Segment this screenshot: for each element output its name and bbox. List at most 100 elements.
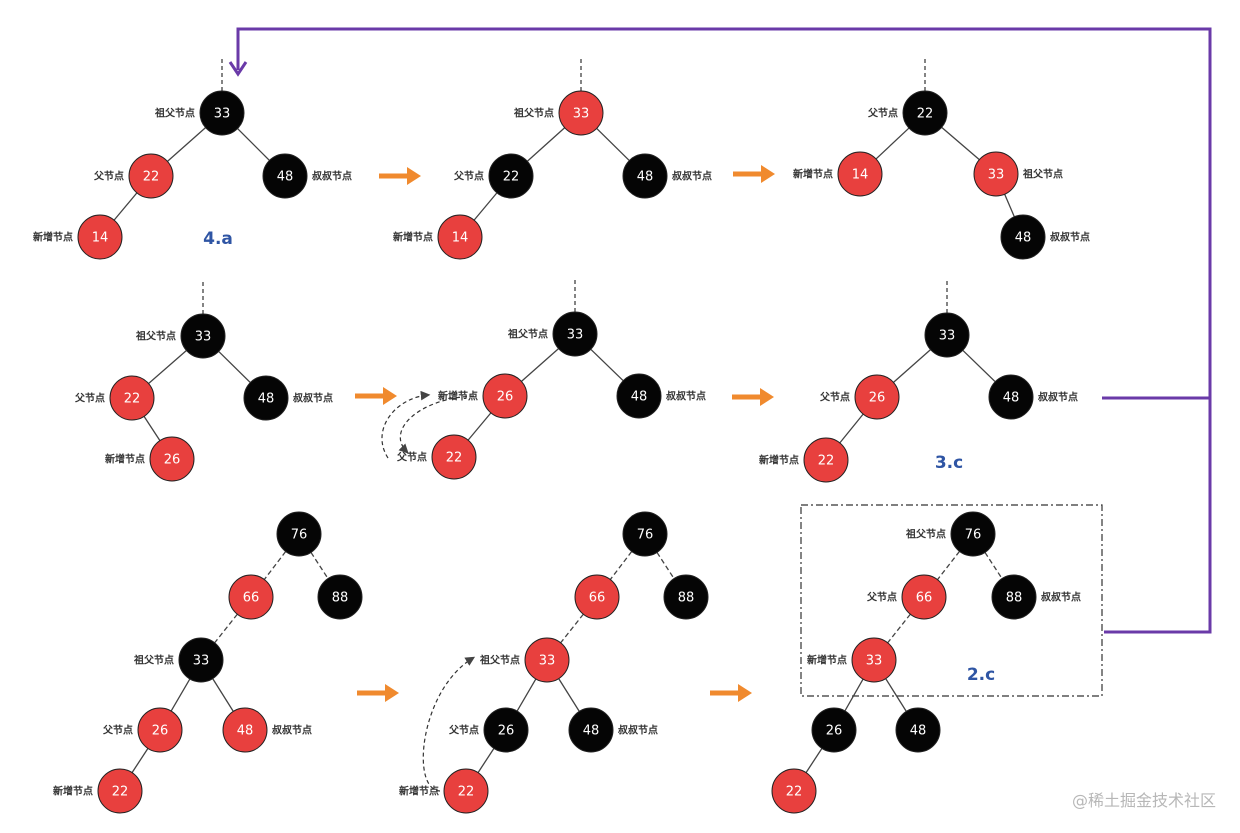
step-arrow xyxy=(732,388,774,406)
tree-node: 48 xyxy=(622,153,668,199)
rotation-arrow xyxy=(381,390,431,459)
tree-node: 33 xyxy=(199,90,245,136)
tree-node: 26 xyxy=(137,707,183,753)
tree-edge xyxy=(214,613,238,644)
node-circle xyxy=(988,374,1034,420)
node-role-label: 新增节点 xyxy=(759,454,799,467)
node-circle xyxy=(552,311,598,357)
tree-edge xyxy=(310,552,329,579)
tree-node: 14 xyxy=(837,151,883,197)
tree-node: 22 xyxy=(97,768,143,814)
tree-node: 33 xyxy=(524,637,570,683)
node-value: 88 xyxy=(332,591,349,606)
node-circle xyxy=(811,707,857,753)
node-role-label: 叔叔节点 xyxy=(1038,391,1078,404)
step-arrow xyxy=(355,387,397,405)
tree-node: 33 xyxy=(178,637,224,683)
node-role-label: 父节点 xyxy=(867,107,898,120)
node-role-label: 祖父节点 xyxy=(154,107,195,120)
node-circle xyxy=(149,436,195,482)
node-role-label: 新增节点 xyxy=(807,654,847,667)
node-role-label: 叔叔节点 xyxy=(1050,231,1090,244)
tree-edge xyxy=(263,551,287,580)
node-role-label: 父节点 xyxy=(396,451,427,464)
node-value: 66 xyxy=(916,591,933,606)
node-role-label: 新增节点 xyxy=(105,453,145,466)
node-value: 26 xyxy=(826,724,843,739)
tree-edge xyxy=(218,350,251,384)
tree-edge xyxy=(656,552,675,579)
node-circle xyxy=(243,375,289,421)
tree-edge xyxy=(516,678,537,712)
tree-edge xyxy=(131,748,149,773)
tree-edge xyxy=(839,413,864,444)
node-circle xyxy=(851,637,897,683)
tree-edge xyxy=(237,128,270,161)
node-value: 22 xyxy=(818,454,835,469)
tree-node: 33 xyxy=(973,151,1019,197)
tree-node: 33 xyxy=(558,90,604,136)
node-circle xyxy=(77,214,123,260)
tree-edge xyxy=(170,678,191,712)
node-value: 22 xyxy=(503,170,520,185)
node-role-label: 祖父节点 xyxy=(135,330,176,343)
tree-node: 48 xyxy=(1000,214,1046,260)
tree-node: 22 xyxy=(109,375,155,421)
node-circle xyxy=(228,574,274,620)
node-role-label: 祖父节点 xyxy=(479,654,520,667)
tree-edge xyxy=(984,552,1003,579)
node-circle xyxy=(524,637,570,683)
node-value: 88 xyxy=(1006,591,1023,606)
node-role-label: 新增节点 xyxy=(393,231,433,244)
node-value: 66 xyxy=(589,591,606,606)
tree-node: 22 xyxy=(128,153,174,199)
node-value: 22 xyxy=(124,392,141,407)
node-role-label: 父节点 xyxy=(819,391,850,404)
node-value: 48 xyxy=(237,724,254,739)
node-value: 48 xyxy=(583,724,600,739)
node-role-label: 叔叔节点 xyxy=(618,724,658,737)
tree-edge xyxy=(887,613,911,644)
tree-edge xyxy=(1004,193,1015,218)
step-arrow-head xyxy=(407,167,421,185)
tree-node: 48 xyxy=(222,707,268,753)
node-circle xyxy=(854,374,900,420)
tree-edge xyxy=(560,613,584,644)
node-circle xyxy=(180,313,226,359)
node-role-label: 新增节点 xyxy=(399,785,439,798)
tree-node: 88 xyxy=(991,574,1037,620)
node-circle xyxy=(574,574,620,620)
node-value: 48 xyxy=(637,170,654,185)
step-arrow-head xyxy=(760,388,774,406)
node-circle xyxy=(431,434,477,480)
node-circle xyxy=(262,153,308,199)
tree-node: 33 xyxy=(851,637,897,683)
step-arrow-head xyxy=(383,387,397,405)
tree-node: 14 xyxy=(77,214,123,260)
node-value: 22 xyxy=(917,107,934,122)
node-circle xyxy=(137,707,183,753)
node-circle xyxy=(558,90,604,136)
step-arrow xyxy=(733,165,775,183)
node-value: 76 xyxy=(637,528,654,543)
tree-node: 48 xyxy=(988,374,1034,420)
node-value: 14 xyxy=(92,231,109,246)
node-circle xyxy=(950,511,996,557)
node-value: 22 xyxy=(143,170,160,185)
node-value: 26 xyxy=(498,724,515,739)
tree-node: 76 xyxy=(950,511,996,557)
node-value: 22 xyxy=(112,785,129,800)
node-circle xyxy=(991,574,1037,620)
tree-edge xyxy=(893,349,931,383)
tree-node: 22 xyxy=(431,434,477,480)
case-label-3c: 3.c xyxy=(935,453,963,473)
node-circle xyxy=(199,90,245,136)
node-circle xyxy=(482,373,528,419)
case-label-2c: 2.c xyxy=(967,665,995,685)
node-circle xyxy=(1000,214,1046,260)
tree-edge xyxy=(936,550,961,581)
rotation-arrow xyxy=(422,656,476,792)
node-value: 33 xyxy=(214,107,231,122)
node-role-label: 父节点 xyxy=(93,170,124,183)
tree-edge xyxy=(941,126,980,161)
